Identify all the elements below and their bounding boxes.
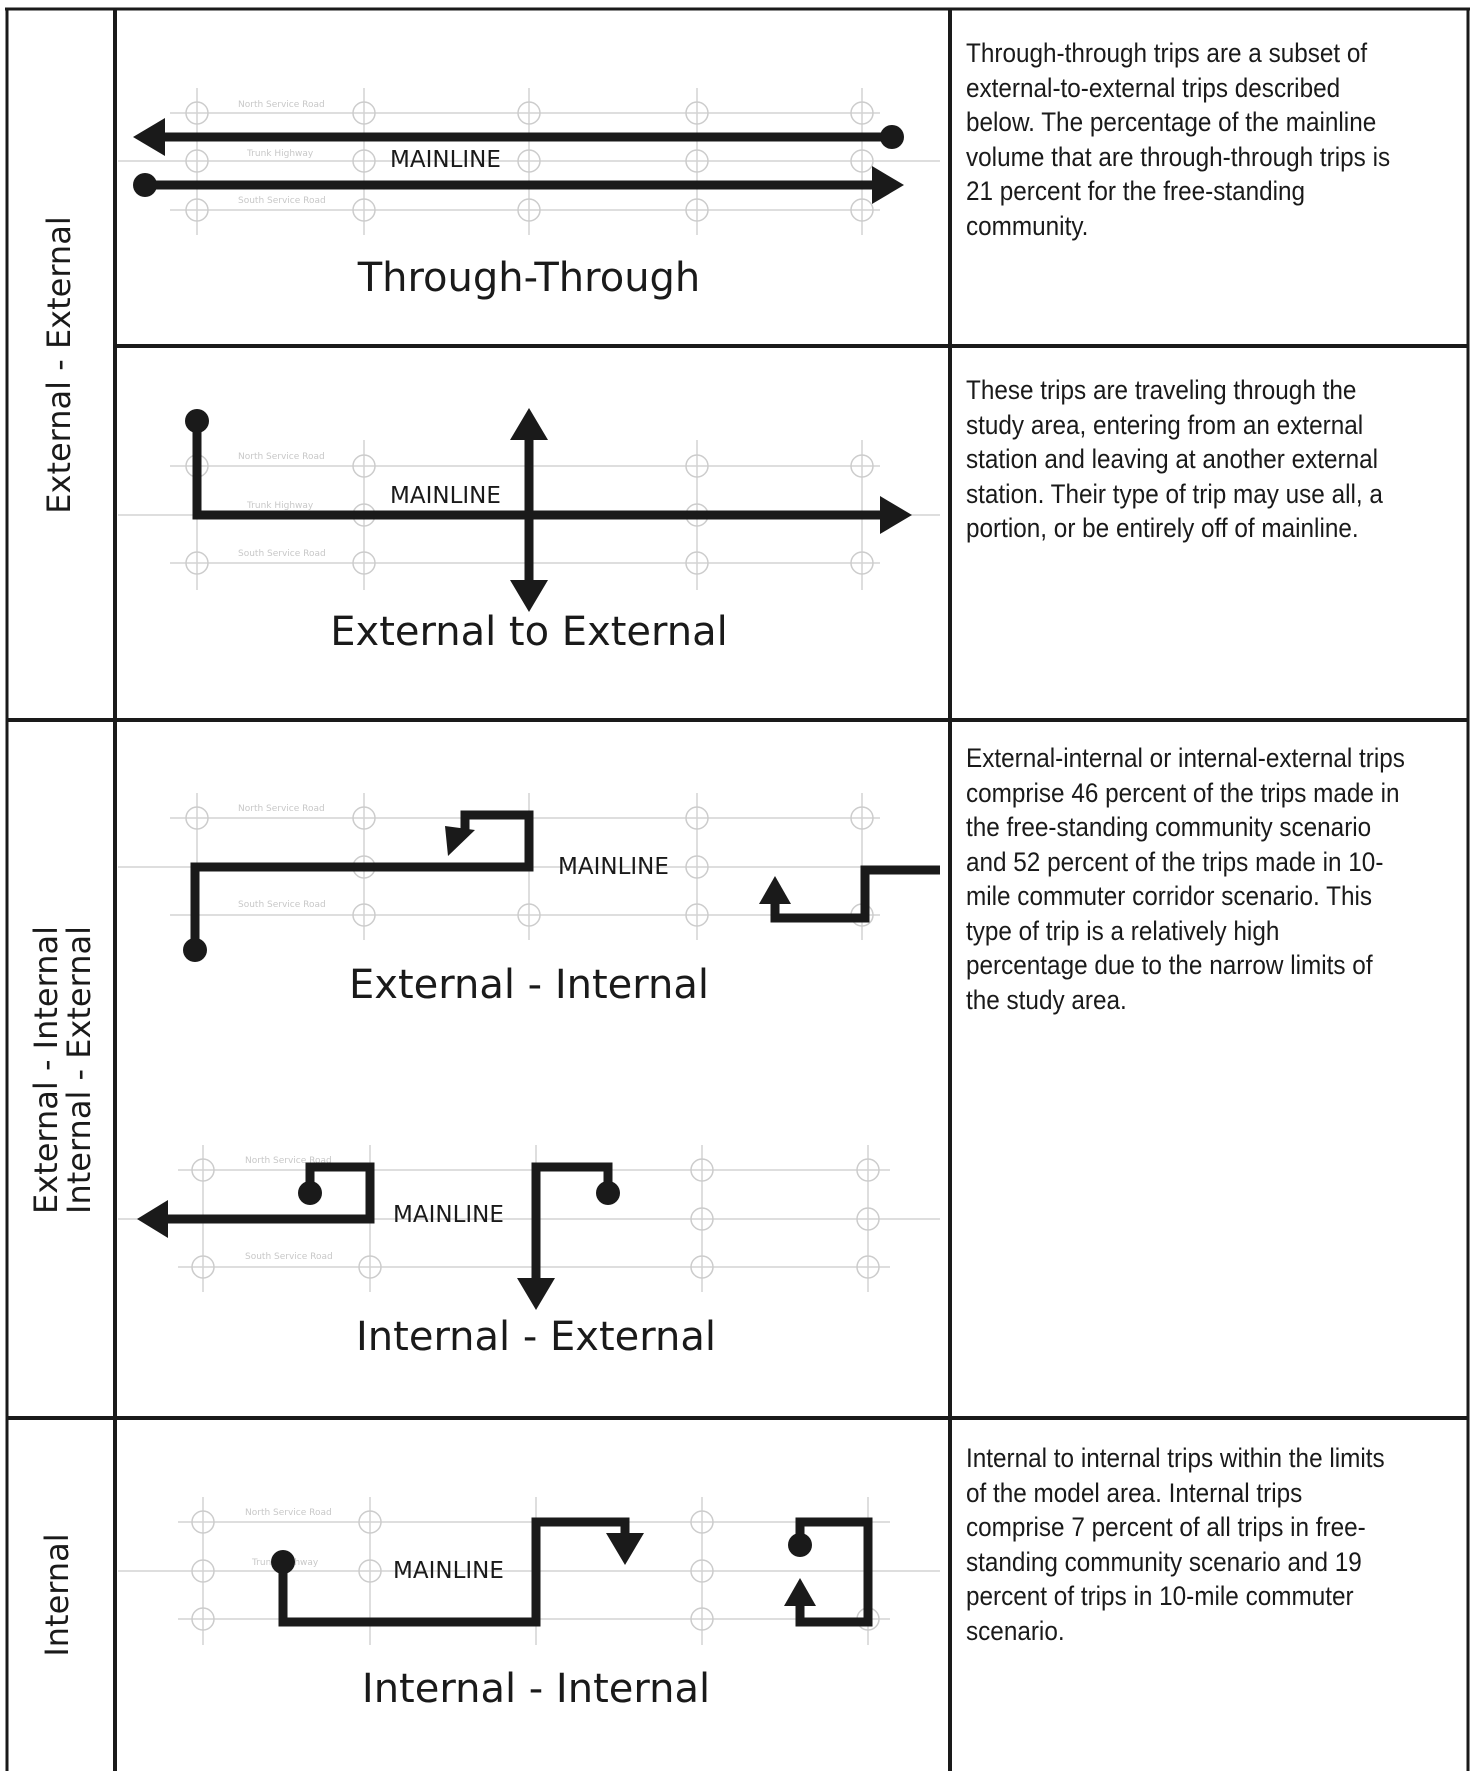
description-through-through: Through-through trips are a subset of ex… [966,38,1391,241]
arrowhead [606,1533,644,1565]
south-service-road-label: South Service Road [238,549,326,559]
north-service-road-label: North Service Road [238,452,325,462]
row-label-external-internal: External - Internal [27,926,65,1214]
trip-path [160,1162,375,1224]
trip-path [795,1517,873,1627]
panel-title: External to External [330,609,728,655]
row-label-external-external: External - External [40,216,78,513]
arrowhead [872,166,904,204]
description-internal-internal: Internal to internal trips within the li… [966,1443,1385,1646]
north-service-road-label: North Service Road [238,100,325,110]
mainline-label: MAINLINE [390,483,501,509]
table-grid [5,7,1470,1771]
north-service-road-label: North Service Road [238,804,325,814]
description-external-internal: External-internal or internal-external t… [966,743,1405,1015]
panel-external-to-external: North Service Road Trunk Highway South S… [118,408,940,655]
arrowhead [517,1278,555,1310]
arrowhead [880,496,912,534]
panel-title: Internal - Internal [362,1666,710,1712]
trip-origin-dot [185,409,209,433]
arrowhead [759,876,791,904]
trip-origin-dot [880,125,904,149]
trip-origin-dot [298,1181,322,1205]
trip-path [192,421,884,520]
trip-path [531,1162,613,1282]
trip-origin-dot [596,1181,620,1205]
trip-path [770,865,940,923]
trunk-highway-label: Trunk Highway [246,149,314,159]
mainline-label: MAINLINE [390,147,501,173]
arrowhead [510,580,548,612]
arrowhead [137,1200,168,1238]
description-external-to-external: These trips are traveling through the st… [966,375,1383,543]
north-service-road-label: North Service Road [245,1156,332,1166]
panel-title: External - Internal [349,962,709,1008]
south-service-road-label: South Service Road [238,196,326,206]
trip-path [278,1517,630,1627]
mainline-label: MAINLINE [393,1202,504,1228]
panel-title: Through-Through [357,255,701,301]
row-label-internal: Internal [38,1533,76,1656]
trunk-highway-label: Trunk Highway [246,501,314,511]
arrowhead [445,826,475,856]
south-service-road-label: South Service Road [245,1252,333,1262]
mainline-label: MAINLINE [558,854,669,880]
panel-title: Internal - External [356,1314,716,1360]
trip-origin-dot [183,938,207,962]
panel-through-through: North Service Road Trunk Highway South S… [118,88,940,301]
trip-path [190,810,534,950]
panel-external-internal: North Service Road South Service Road MA… [118,793,940,1008]
mainline-label: MAINLINE [393,1558,504,1584]
trip-origin-dot [133,173,157,197]
trip-origin-dot [271,1550,295,1574]
street-grid-map: North Service Road Trunk Highway South S… [118,88,940,235]
north-service-road-label: North Service Road [245,1508,332,1518]
arrowhead [510,408,548,440]
trip-origin-dot [788,1533,812,1557]
south-service-road-label: South Service Road [238,900,326,910]
row-label-internal-external: Internal - External [60,926,98,1214]
panel-internal-internal: North Service Road Trunk Highway MAINLIN… [118,1497,940,1712]
arrowhead [133,118,165,156]
panel-internal-external: North Service Road South Service Road MA… [118,1145,940,1360]
arrowhead [784,1578,816,1606]
